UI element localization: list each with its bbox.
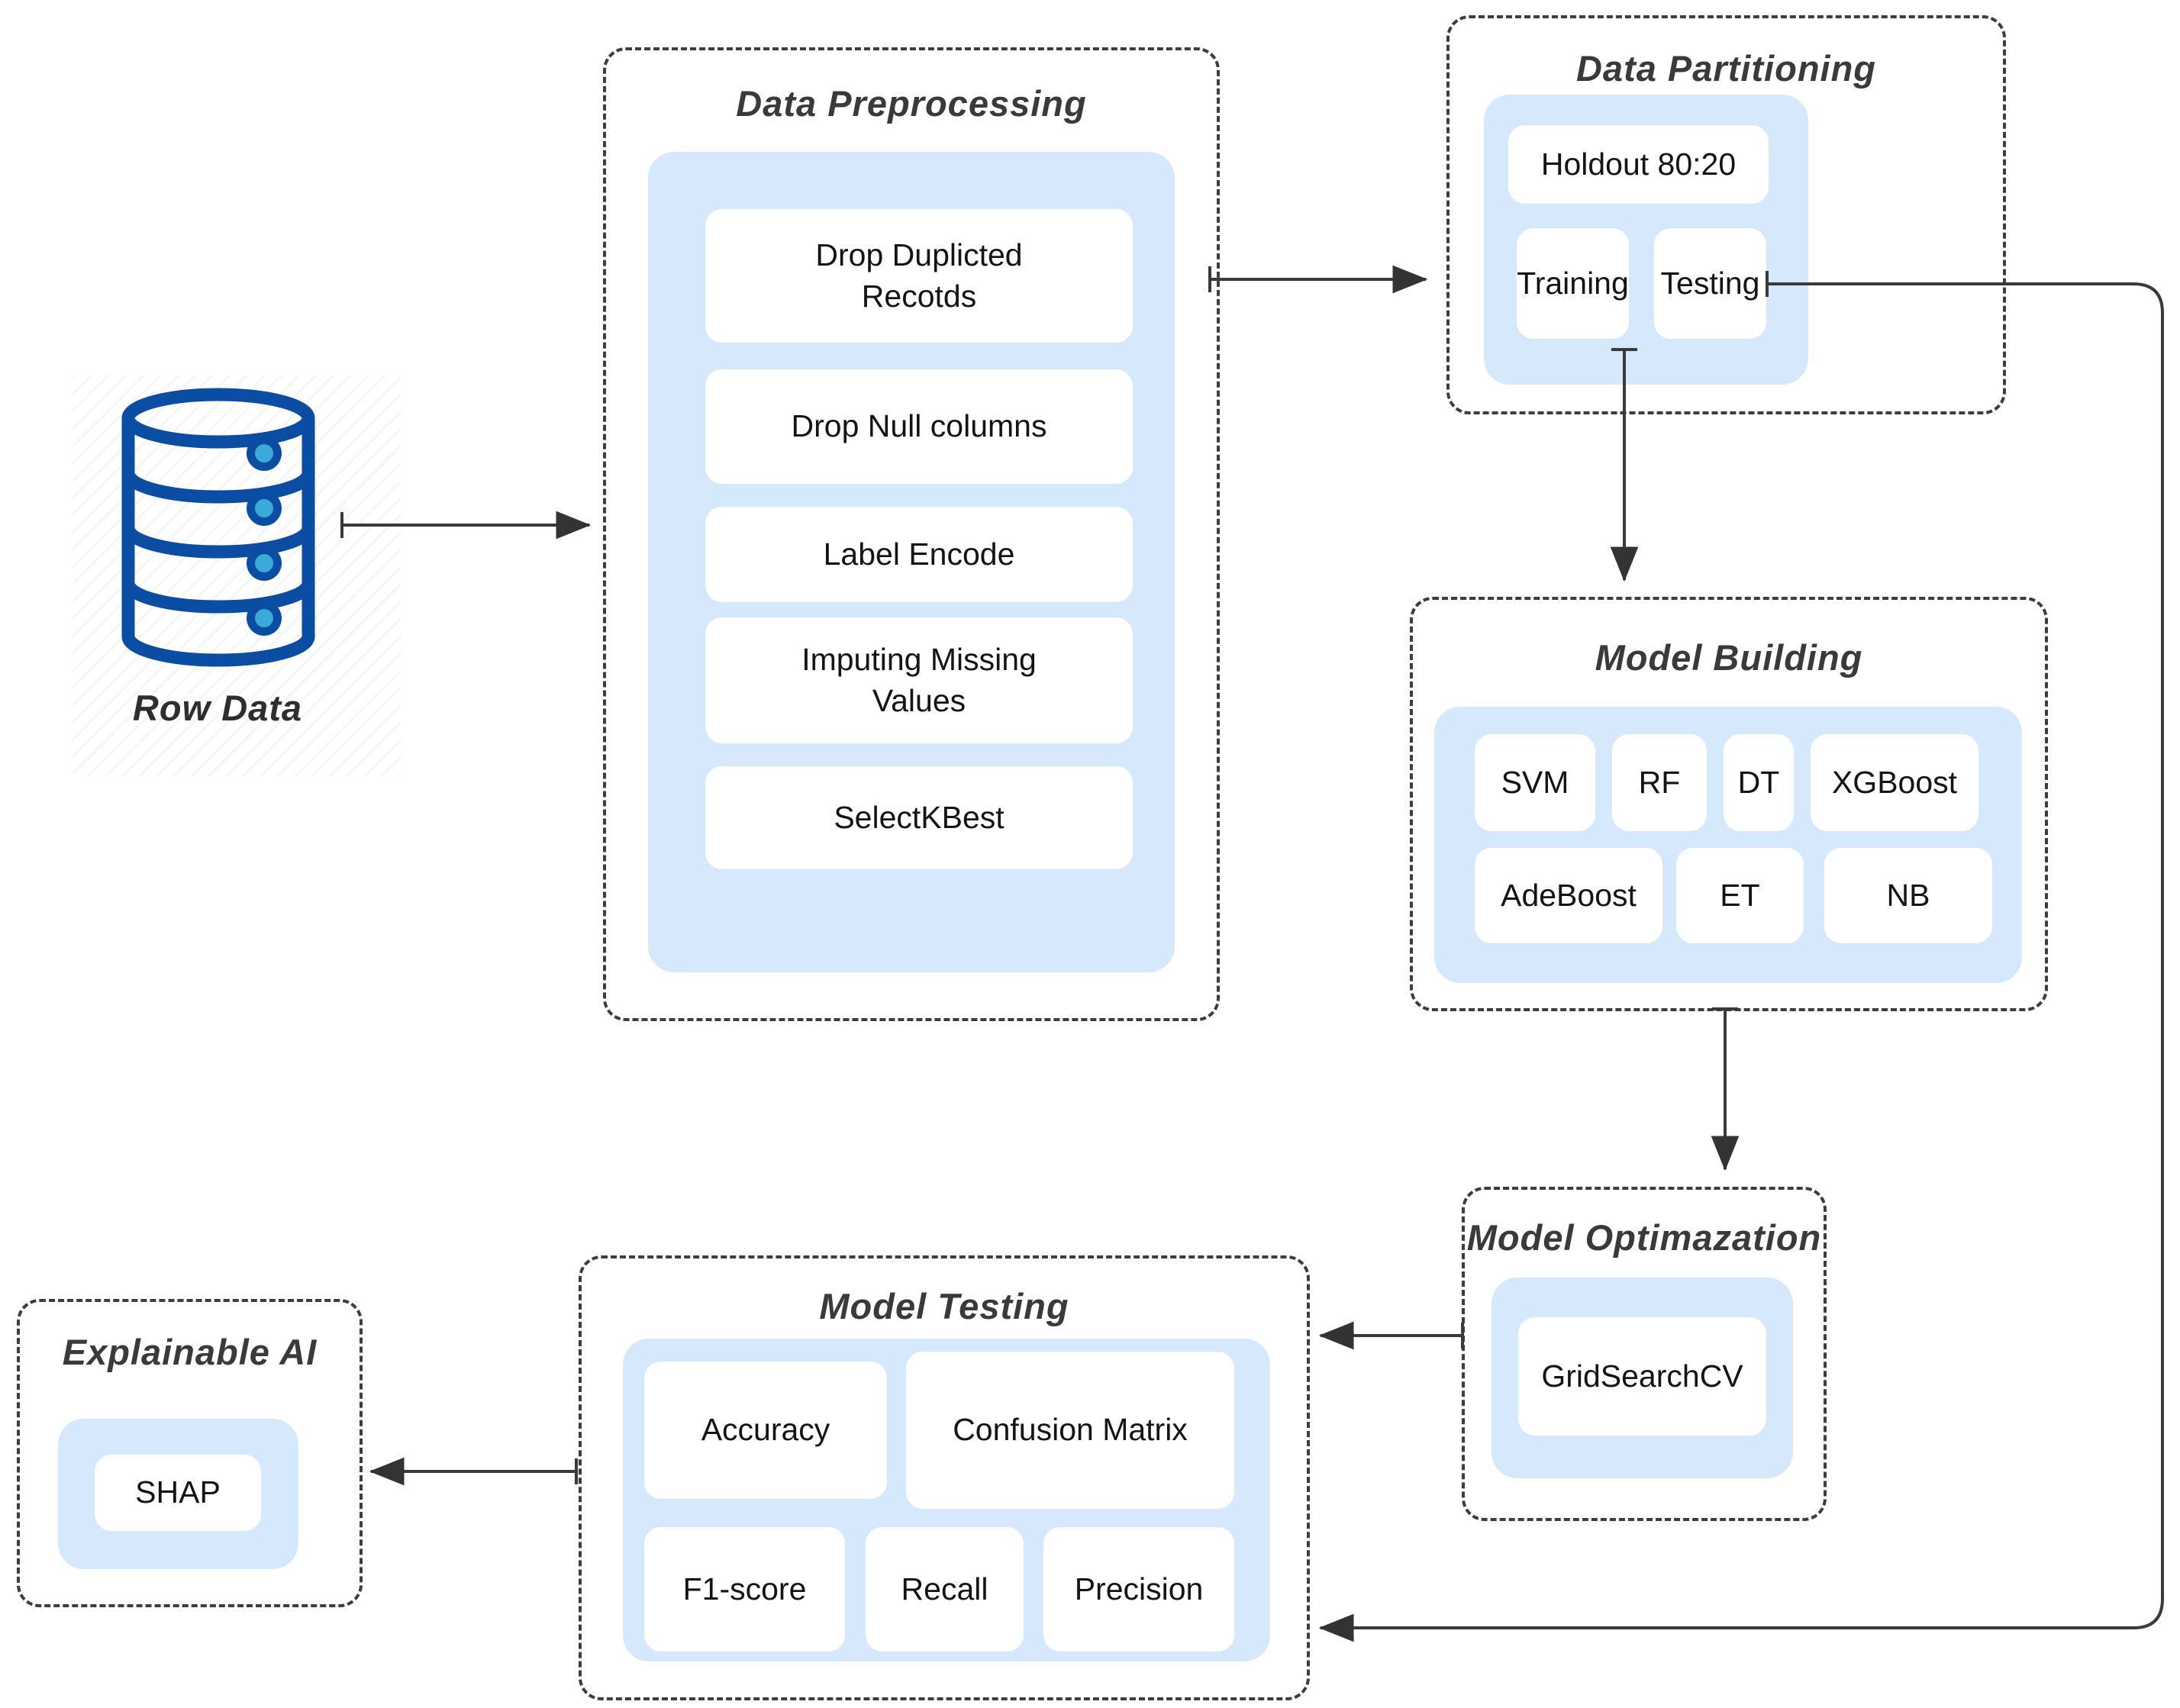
model-testing-panel: Accuracy Confusion Matrix F1-score Recal… xyxy=(623,1339,1270,1661)
model-chip: NB xyxy=(1824,848,1992,943)
metric-chip: Accuracy xyxy=(644,1362,887,1499)
model-label: SVM xyxy=(1501,764,1569,800)
data-preprocessing-container: Data Preprocessing Drop Duplicted Recotd… xyxy=(603,47,1220,1021)
model-testing-title: Model Testing xyxy=(819,1286,1069,1326)
data-partitioning-container: Data Partitioning Holdout 80:20 Training… xyxy=(1446,15,2006,414)
preprocessing-step: Imputing Missing Values xyxy=(705,617,1133,743)
data-preprocessing-panel: Drop Duplicted Recotds Drop Null columns… xyxy=(648,152,1175,972)
shap-label: SHAP xyxy=(135,1474,221,1510)
testing-chip: Testing xyxy=(1654,228,1766,339)
data-partitioning-title: Data Partitioning xyxy=(1575,48,1877,89)
data-partitioning-panel: Holdout 80:20 Training Testing xyxy=(1484,95,1808,385)
model-label: DT xyxy=(1737,764,1780,800)
row-data-label: Row Data xyxy=(132,688,303,728)
explainable-ai-panel: SHAP xyxy=(58,1419,298,1569)
metric-chip: Precision xyxy=(1043,1527,1234,1652)
metric-label: Accuracy xyxy=(701,1412,830,1448)
model-optimization-container: Model Optimazation GridSearchCV xyxy=(1462,1187,1827,1521)
step-label: Drop Null columns xyxy=(791,408,1047,444)
step-label: Label Encode xyxy=(823,536,1015,572)
model-chip: SVM xyxy=(1475,734,1595,831)
preprocessing-step: Drop Null columns xyxy=(705,369,1133,484)
model-label: XGBoost xyxy=(1831,764,1958,800)
gridsearch-chip: GridSearchCV xyxy=(1518,1317,1766,1436)
model-chip: RF xyxy=(1612,734,1707,831)
database-dots xyxy=(247,436,282,636)
metric-label: F1-score xyxy=(682,1571,807,1606)
metric-chip: F1-score xyxy=(644,1527,845,1652)
training-label: Training xyxy=(1517,265,1629,301)
shap-chip: SHAP xyxy=(95,1455,261,1531)
model-label: RF xyxy=(1638,764,1681,800)
metric-chip: Recall xyxy=(866,1527,1024,1652)
model-chip: AdeBoost xyxy=(1475,848,1662,943)
explainable-ai-container: Explainable AI SHAP xyxy=(17,1299,363,1607)
model-building-panel: SVM RF DT XGBoost AdeBoost ET NB xyxy=(1434,707,2022,983)
model-testing-container: Model Testing Accuracy Confusion Matrix … xyxy=(579,1255,1310,1700)
model-building-title: Model Building xyxy=(1595,637,1863,678)
model-label: NB xyxy=(1886,877,1930,913)
model-optimization-title: Model Optimazation xyxy=(1466,1217,1822,1258)
holdout-label: Holdout 80:20 xyxy=(1540,146,1737,182)
model-chip: ET xyxy=(1676,848,1804,943)
metric-chip: Confusion Matrix xyxy=(906,1352,1234,1509)
preprocessing-step: Label Encode xyxy=(705,507,1133,602)
model-chip: DT xyxy=(1724,734,1794,831)
step-label: Drop Duplicted Recotds xyxy=(815,237,1023,314)
step-label: Imputing Missing Values xyxy=(801,642,1037,718)
training-chip: Training xyxy=(1517,228,1629,339)
holdout-chip: Holdout 80:20 xyxy=(1508,125,1769,204)
gridsearch-label: GridSearchCV xyxy=(1541,1358,1743,1394)
model-optimization-panel: GridSearchCV xyxy=(1491,1278,1793,1478)
model-building-container: Model Building SVM RF DT XGBoost AdeBoos… xyxy=(1410,597,2048,1011)
testing-label: Testing xyxy=(1660,265,1760,301)
metric-label: Confusion Matrix xyxy=(953,1412,1188,1448)
data-preprocessing-title: Data Preprocessing xyxy=(736,83,1087,124)
model-label: ET xyxy=(1720,877,1760,913)
metric-label: Precision xyxy=(1074,1571,1204,1606)
database-icon xyxy=(121,388,315,667)
preprocessing-step: Drop Duplicted Recotds xyxy=(705,209,1133,343)
model-chip: XGBoost xyxy=(1811,734,1978,831)
metric-label: Recall xyxy=(901,1571,988,1606)
preprocessing-step: SelectKBest xyxy=(705,766,1133,869)
explainable-ai-title: Explainable AI xyxy=(62,1332,318,1372)
step-label: SelectKBest xyxy=(834,799,1005,835)
model-label: AdeBoost xyxy=(1501,877,1637,913)
